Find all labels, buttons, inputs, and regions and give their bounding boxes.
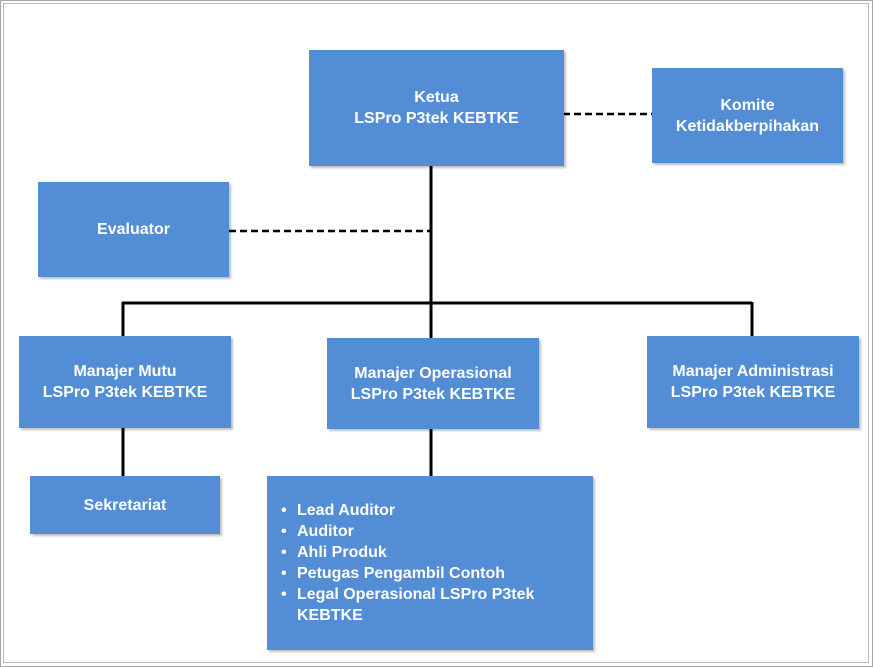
box-evaluator: Evaluator [38, 182, 229, 277]
box-operasional-staff: Lead Auditor Auditor Ahli Produk Petugas… [267, 476, 593, 650]
staff-item: Ahli Produk [281, 542, 579, 563]
manajer-operasional-subtitle: LSPro P3tek KEBTKE [350, 385, 516, 403]
manajer-mutu-subtitle: LSPro P3tek KEBTKE [42, 384, 208, 401]
box-manajer-operasional: Manajer Operasional LSPro P3tek KEBTKE [327, 338, 539, 429]
manajer-administrasi-subtitle: LSPro P3tek KEBTKE [670, 384, 836, 401]
evaluator-label: Evaluator [97, 221, 170, 238]
staff-list: Lead Auditor Auditor Ahli Produk Petugas… [281, 500, 579, 626]
inner-frame [3, 3, 869, 663]
staff-item: Petugas Pengambil Contoh [281, 563, 579, 584]
ketua-subtitle: LSPro P3tek KEBTKE [354, 110, 519, 127]
staff-item: Lead Auditor [281, 500, 579, 521]
manajer-mutu-title: Manajer Mutu [73, 363, 177, 380]
staff-item: Auditor [281, 521, 579, 542]
box-komite: Komite Ketidakberpihakan [652, 68, 843, 163]
box-manajer-mutu: Manajer Mutu LSPro P3tek KEBTKE [19, 336, 231, 428]
ketua-title: Ketua [414, 89, 459, 106]
box-ketua: Ketua LSPro P3tek KEBTKE [309, 50, 564, 166]
sekretariat-label: Sekretariat [83, 496, 167, 514]
box-manajer-administrasi: Manajer Administrasi LSPro P3tek KEBTKE [647, 336, 859, 428]
manajer-administrasi-title: Manajer Administrasi [672, 363, 834, 380]
manajer-operasional-title: Manajer Operasional [354, 364, 512, 382]
komite-subtitle: Ketidakberpihakan [675, 117, 820, 135]
staff-item: Legal Operasional LSPro P3tek KEBTKE [281, 584, 579, 626]
box-sekretariat: Sekretariat [30, 476, 220, 534]
komite-title: Komite [720, 96, 775, 114]
